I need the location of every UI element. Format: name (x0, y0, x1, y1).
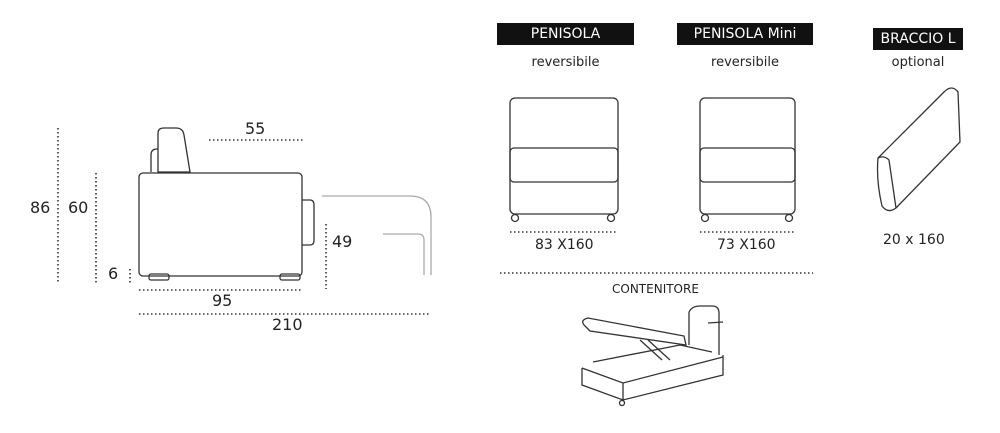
module-subtitle-penisola: reversibile (531, 55, 600, 70)
dim-seat-depth: 95 (212, 291, 233, 310)
side-view-sofa (138, 127, 315, 281)
module-subtitle-braccio: optional (891, 55, 945, 70)
module-title-penisola-mini: PENISOLA Mini (677, 23, 813, 45)
contenitore-drawing (581, 305, 724, 407)
module-title-penisola: PENISOLA (497, 23, 634, 45)
dim-arm-height: 49 (332, 232, 353, 251)
module-size-penisola: 83 X160 (535, 237, 594, 253)
module-subtitle-penisola-mini: reversibile (711, 55, 779, 70)
module-size-penisola-mini: 73 X160 (717, 237, 776, 253)
dim-feet: 6 (108, 264, 119, 283)
dim-height-total: 86 (30, 198, 51, 217)
dim-height-seat: 60 (68, 198, 89, 217)
dim-total-depth: 210 (272, 315, 303, 334)
module-size-braccio: 20 x 160 (883, 232, 945, 248)
braccio-drawing (876, 87, 961, 212)
dim-depth-top: 55 (245, 119, 266, 138)
module-title-braccio: BRACCIO L (873, 28, 963, 50)
penisola-drawing (509, 97, 619, 223)
container-label: CONTENITORE (612, 282, 699, 296)
penisola-mini-drawing (699, 97, 796, 223)
chaise-outline (322, 195, 432, 275)
